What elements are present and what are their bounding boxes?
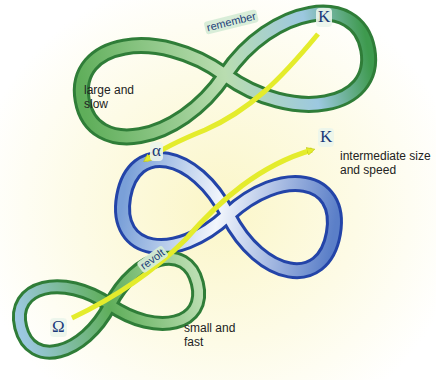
remember-arrow xyxy=(146,34,318,160)
scale-label: large and slow xyxy=(84,84,146,112)
revolt-arrow xyxy=(72,150,312,318)
phase-symbol: K xyxy=(316,8,332,27)
band-label: remember xyxy=(203,9,259,34)
phase-symbol: Ω xyxy=(50,318,67,337)
small-cycle xyxy=(13,252,205,359)
scale-label: intermediate size and speed xyxy=(340,150,432,178)
intermediate-cycle xyxy=(116,154,341,277)
phase-symbol: α xyxy=(150,142,163,161)
scale-label: small and fast xyxy=(184,322,242,350)
phase-symbol: K xyxy=(318,128,334,147)
large-cycle xyxy=(74,6,375,145)
